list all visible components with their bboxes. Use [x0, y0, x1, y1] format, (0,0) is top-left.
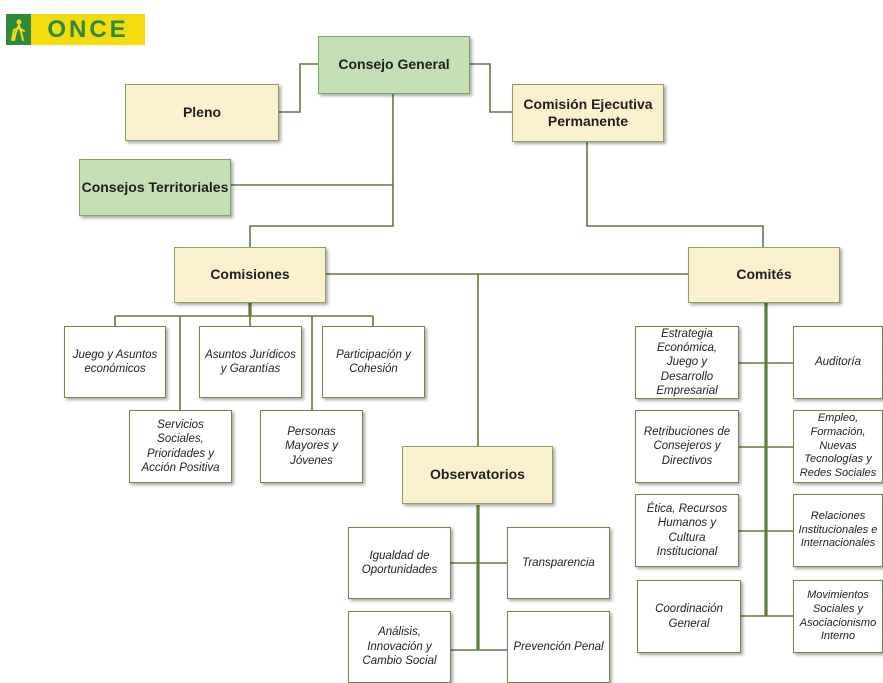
comite-item-label: Relaciones Institucionales e Internacion…	[798, 509, 878, 550]
observatorio-item: Prevención Penal	[507, 611, 610, 683]
comite-item-label: Ética, Recursos Humanos y Cultura Instit…	[646, 502, 728, 558]
consejos-territoriales-box: Consejos Territoriales	[79, 159, 231, 216]
consejos-territoriales-label: Consejos Territoriales	[81, 178, 229, 195]
comite-item-left: Coordinación General	[637, 580, 741, 653]
pleno-box: Pleno	[125, 84, 279, 141]
comite-item-right: Empleo, Formación, Nuevas Tecnologías y …	[793, 410, 883, 483]
comision-item-label: Participación y Cohesión	[336, 348, 411, 375]
observatorio-item-label: Transparencia	[522, 556, 595, 569]
comite-item-left: Estrategia Económica, Juego y Desarrollo…	[635, 326, 739, 399]
observatorios-box: Observatorios	[402, 446, 553, 504]
once-logo: ONCE	[6, 14, 145, 45]
comision-item: Servicios Sociales, Prioridades y Acción…	[129, 410, 232, 483]
comision-item: Juego y Asuntos económicos	[64, 326, 166, 398]
observatorios-label: Observatorios	[430, 466, 525, 483]
comision-item-label: Personas Mayores y Jóvenes	[284, 425, 339, 467]
comite-item-label: Coordinación General	[655, 603, 723, 630]
comite-item-label: Movimientos Sociales y Asociacionismo In…	[799, 589, 877, 643]
observatorio-item: Igualdad de Oportunidades	[348, 527, 451, 599]
observatorio-item: Transparencia	[507, 527, 610, 599]
comite-item-label: Estrategia Económica, Juego y Desarrollo…	[656, 327, 718, 398]
pleno-label: Pleno	[182, 103, 222, 120]
comite-item-right: Auditoría	[793, 326, 883, 399]
comite-item-left: Retribuciones de Consejeros y Directivos	[635, 410, 739, 483]
comision-item-label: Juego y Asuntos económicos	[72, 348, 158, 375]
comision-ejecutiva-box: Comisión Ejecutiva Permanente	[512, 84, 664, 142]
comision-item-label: Servicios Sociales, Prioridades y Acción…	[141, 418, 220, 474]
comite-item-label: Empleo, Formación, Nuevas Tecnologías y …	[799, 412, 877, 480]
comisiones-box: Comisiones	[174, 247, 326, 303]
comite-item-right: Movimientos Sociales y Asociacionismo In…	[793, 580, 883, 653]
observatorio-item-label: Análisis, Innovación y Cambio Social	[362, 626, 437, 668]
comite-item-right: Relaciones Institucionales e Internacion…	[793, 494, 883, 567]
comite-item-label: Auditoría	[814, 356, 862, 369]
blind-person-icon	[6, 14, 31, 45]
observatorio-item: Análisis, Innovación y Cambio Social	[348, 611, 451, 683]
comision-ejecutiva-label: Comisión Ejecutiva Permanente	[523, 95, 653, 130]
comision-item: Personas Mayores y Jóvenes	[260, 410, 363, 483]
observatorio-item-label: Prevención Penal	[513, 640, 604, 653]
comisiones-label: Comisiones	[210, 266, 290, 283]
consejo-general-label: Consejo General	[338, 56, 450, 73]
observatorio-item-label: Igualdad de Oportunidades	[361, 549, 438, 576]
comision-item: Asuntos Jurídicos y Garantías	[199, 326, 302, 398]
comites-box: Comités	[688, 247, 840, 303]
comision-item-label: Asuntos Jurídicos y Garantías	[205, 348, 296, 375]
consejo-general-box: Consejo General	[318, 36, 470, 94]
comite-item-label: Retribuciones de Consejeros y Directivos	[643, 425, 731, 467]
logo-text: ONCE	[47, 15, 129, 43]
comite-item-left: Ética, Recursos Humanos y Cultura Instit…	[635, 494, 739, 567]
comites-label: Comités	[736, 266, 792, 283]
comision-item: Participación y Cohesión	[322, 326, 425, 398]
